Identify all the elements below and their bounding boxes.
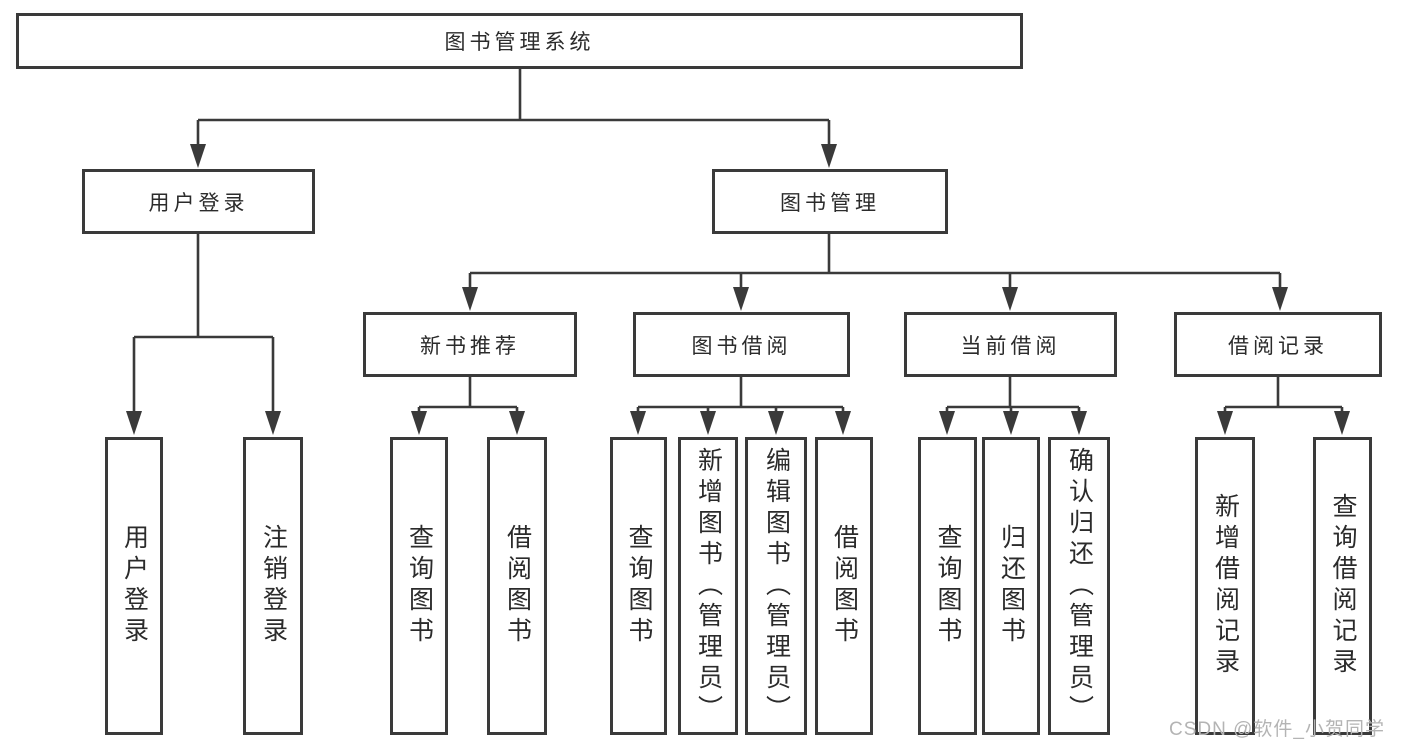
node-leaf-cb-query-books: 查询图书 [918, 437, 977, 735]
node-book-management: 图书管理 [712, 169, 948, 234]
node-borrowing-records: 借阅记录 [1174, 312, 1382, 377]
node-leaf-bb-add-book-admin: 新增图书（管理员） [678, 437, 738, 735]
node-leaf-br-add-record: 新增借阅记录 [1195, 437, 1255, 735]
node-leaf-bb-query-books: 查询图书 [610, 437, 667, 735]
node-leaf-rec-query-books: 查询图书 [390, 437, 448, 735]
node-library-management-system: 图书管理系统 [16, 13, 1023, 69]
arrowheads [126, 144, 1350, 435]
node-leaf-bb-edit-book-admin: 编辑图书（管理员） [745, 437, 807, 735]
node-leaf-rec-borrow-books: 借阅图书 [487, 437, 547, 735]
node-leaf-cb-return-books: 归还图书 [982, 437, 1040, 735]
node-leaf-logout: 注销登录 [243, 437, 303, 735]
node-current-borrowing: 当前借阅 [904, 312, 1117, 377]
node-leaf-cb-confirm-return-admin: 确认归还（管理员） [1048, 437, 1110, 735]
node-book-borrowing: 图书借阅 [633, 312, 850, 377]
node-user-login: 用户登录 [82, 169, 315, 234]
node-leaf-br-query-record: 查询借阅记录 [1313, 437, 1372, 735]
node-new-book-recommendation: 新书推荐 [363, 312, 577, 377]
node-leaf-user-login: 用户登录 [105, 437, 163, 735]
node-leaf-bb-borrow-books: 借阅图书 [815, 437, 873, 735]
csdn-watermark: CSDN @软件_小贺同学 [1169, 719, 1385, 740]
